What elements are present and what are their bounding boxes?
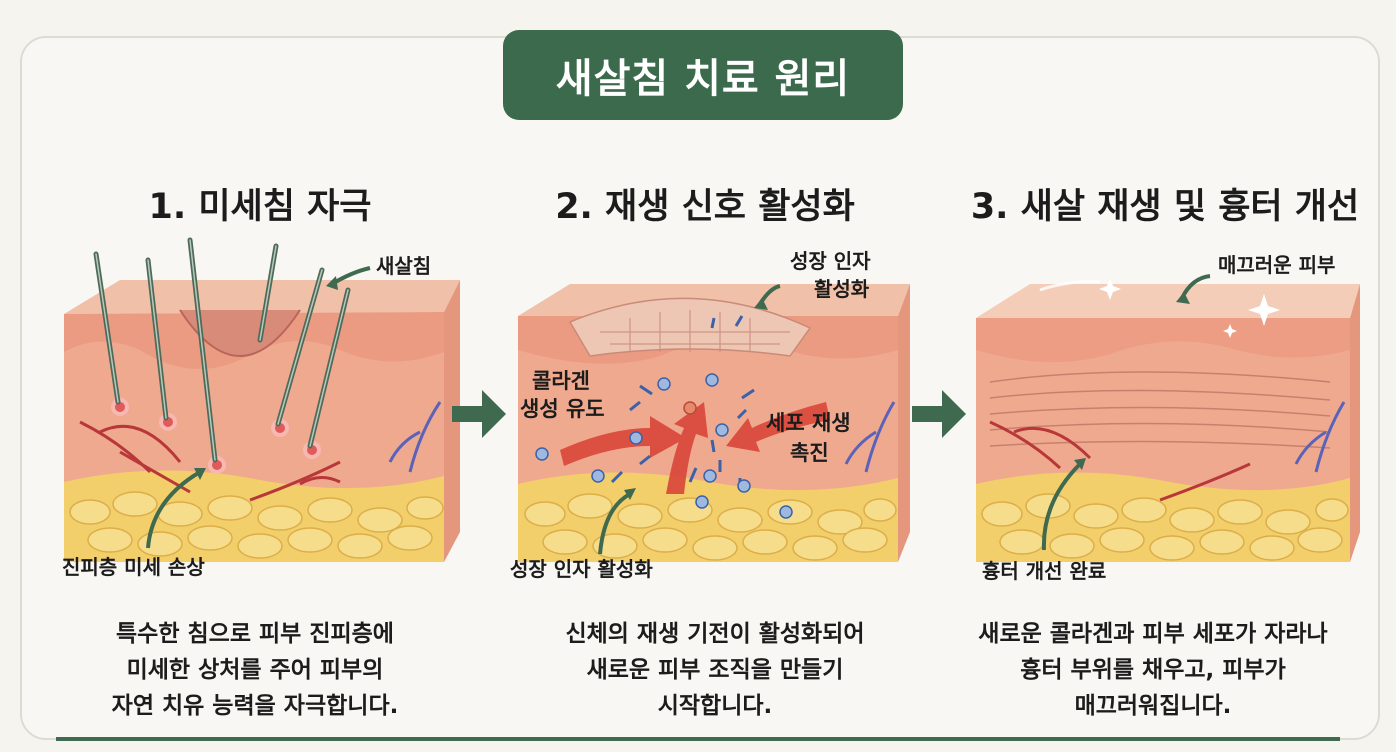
label-dermis-damage: 진피층 미세 손상 (62, 555, 205, 579)
label-collagen-1: 콜라겐 (532, 369, 590, 393)
skin-side (898, 284, 910, 562)
label-needle: 새살침 (376, 254, 431, 278)
skin-top-surface (976, 284, 1360, 318)
damage-callout-arrow (146, 470, 202, 549)
label-smooth-skin: 매끄러운 피부 (1218, 253, 1335, 277)
step-2-description: 신체의 재생 기전이 활성화되어 새로운 피부 조직을 만들기 시작합니다. (500, 616, 930, 724)
red-arrow-left (560, 416, 686, 466)
step-1-title: 1. 미세침 자극 (148, 186, 372, 227)
label-cell-regen-1: 세포 재생 (766, 411, 851, 435)
label-growth-factor-top-2: 활성화 (814, 277, 870, 301)
step-1-desc-line: 미세한 상처를 주어 피부의 (126, 657, 384, 683)
step-2-desc-line: 신체의 재생 기전이 활성화되어 (565, 621, 865, 647)
skin-side (1350, 284, 1360, 562)
label-growth-factor-top-1: 성장 인자 (790, 249, 871, 273)
step-1-illustration: 새살침 진피층 미세 손상 (62, 237, 460, 579)
step-2-illustration: 성장 인자 활성화 콜라겐 생성 유도 세포 재생 촉진 성장 인자 활성화 (510, 249, 910, 581)
label-growth-factor-bottom: 성장 인자 활성화 (510, 557, 653, 581)
skin-top-surface (64, 280, 460, 314)
step-1-desc-line: 자연 치유 능력을 자극합니다. (111, 693, 399, 719)
sparkle-icons (1099, 278, 1280, 338)
step-3-desc-line: 흉터 부위를 채우고, 피부가 (1020, 657, 1286, 683)
flow-arrow-2 (912, 390, 966, 438)
step-3-illustration: 매끄러운 피부 흉터 개선 완료 (976, 253, 1360, 583)
label-cell-regen-2: 촉진 (790, 441, 829, 465)
main-title: 새살침 치료 원리 (503, 30, 903, 120)
red-arrow-right (726, 402, 830, 452)
step-3-title: 3. 새살 재생 및 흉터 개선 (970, 186, 1360, 227)
step-3-description: 새로운 콜라겐과 피부 세포가 자라나 흉터 부위를 채우고, 피부가 매끄러워… (938, 616, 1368, 724)
step-2-title: 2. 재생 신호 활성화 (555, 186, 855, 227)
step-3-desc-line: 새로운 콜라겐과 피부 세포가 자라나 (978, 621, 1328, 647)
red-arrow-center (666, 402, 708, 494)
step-2-desc-line: 시작합니다. (657, 693, 773, 719)
step-3-desc-line: 매끄러워집니다. (1074, 693, 1232, 719)
step-1-desc-line: 특수한 침으로 피부 진피층에 (116, 621, 394, 647)
label-scar-improved: 흉터 개선 완료 (982, 559, 1106, 583)
label-collagen-2: 생성 유도 (520, 397, 605, 421)
step-2-desc-line: 새로운 피부 조직을 만들기 (586, 657, 844, 683)
flow-arrow-1 (452, 390, 506, 438)
needle-depression (179, 309, 301, 357)
step-1-description: 특수한 침으로 피부 진피층에 미세한 상처를 주어 피부의 자연 치유 능력을… (40, 616, 470, 724)
bottom-divider (56, 737, 1340, 741)
